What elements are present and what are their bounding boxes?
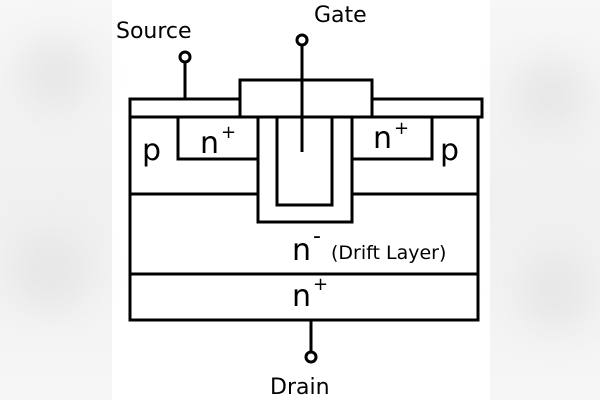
source-terminal-icon [178,50,192,64]
n-plus-left-superscript: + [221,122,236,143]
drain-terminal-icon [304,350,318,364]
substrate-n-label: n [292,279,311,314]
n-plus-left-label: n [200,126,219,161]
gate-pad [238,78,374,119]
drift-minus-superscript: - [313,224,321,249]
n-plus-substrate-region [128,272,480,322]
right-background-panel [490,0,600,400]
n-plus-left-region [176,115,262,161]
left-background-panel [0,0,112,400]
p-left-label: p [142,133,161,168]
p-right-label: p [440,133,459,168]
drain-label: Drain [270,375,330,400]
n-plus-right-label: n [373,121,392,156]
gate-terminal-icon [295,33,309,47]
trench-gate-electrode [275,115,334,207]
n-plus-right-region [350,115,434,161]
source-label: Source [116,19,192,44]
substrate-plus-superscript: + [313,274,328,295]
gate-label: Gate [314,3,367,28]
n-plus-right-superscript: + [394,118,409,139]
drift-n-label: n [292,233,311,268]
drift-layer-note: (Drift Layer) [331,242,446,264]
